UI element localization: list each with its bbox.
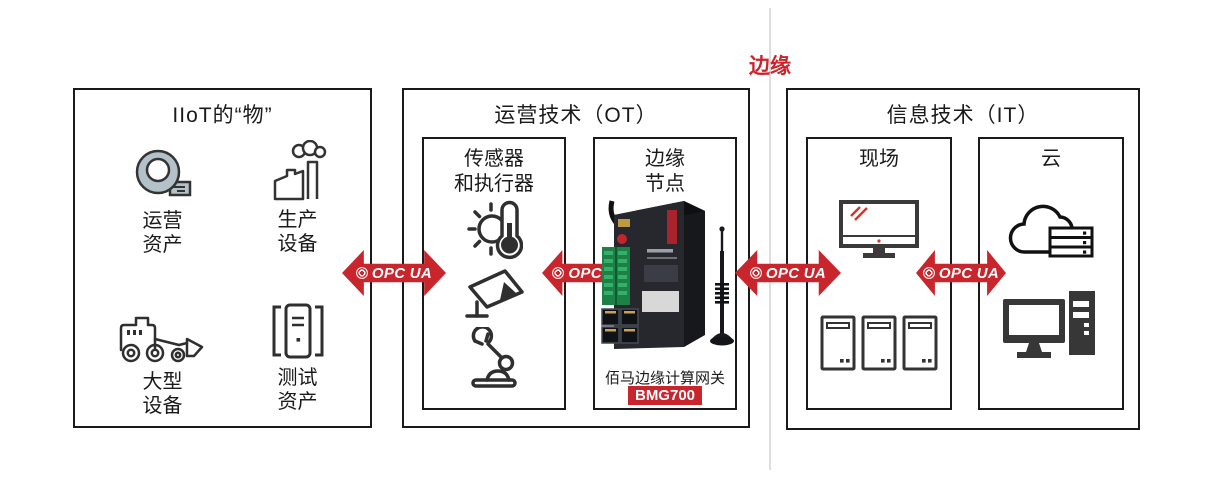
opcua-label: OPC UA: [371, 264, 433, 282]
edge-divider-line: [769, 8, 771, 470]
monitor-icon: [839, 200, 919, 258]
sensors-actuators-title: 传感器 和执行器: [454, 148, 534, 195]
opc-foundation-logo-icon: [749, 267, 762, 279]
large-equipment-item: 大型 设备: [90, 312, 235, 418]
opcua-arrow-1: OPC UA: [342, 250, 446, 296]
opc-foundation-logo-icon: [355, 267, 368, 279]
temperature-sensor-icon: [467, 200, 523, 260]
opcua-arrow-4: OPC UA: [916, 250, 1006, 296]
production-equipment-label: 生产 设备: [277, 209, 318, 255]
large-equipment-label: 大型 设备: [142, 371, 183, 417]
edge-node-title: 边缘 节点: [645, 148, 685, 195]
server-towers-icon: [820, 315, 938, 371]
it-title: 信息技术（IT）: [886, 104, 1040, 127]
blower-icon: [135, 149, 191, 197]
cloud-server-icon: [1008, 204, 1094, 258]
test-assets-item: 测试 资产: [235, 302, 360, 414]
opc-foundation-logo-icon: [552, 267, 565, 279]
edge-label: 边缘: [749, 55, 791, 78]
operational-assets-label: 运营 资产: [142, 210, 183, 256]
test-server-icon: [272, 303, 323, 359]
cloud-title: 云: [1041, 148, 1061, 170]
field-title: 现场: [859, 148, 899, 170]
gateway-model-badge: BMG700: [627, 386, 703, 405]
ot-title: 运营技术（OT）: [494, 104, 658, 127]
it-box: 信息技术（IT） 现场: [786, 88, 1140, 430]
robot-arm-icon: [471, 327, 517, 388]
production-equipment-item: 生产 设备: [235, 140, 360, 256]
opcua-label: OPC UA: [938, 264, 1000, 282]
field-box: 现场: [806, 137, 952, 410]
gateway-caption: 佰马边缘计算网关: [604, 370, 725, 387]
operational-assets-item: 运营 资产: [100, 145, 225, 257]
test-assets-label: 测试 资产: [277, 367, 318, 413]
factory-icon: [273, 140, 326, 201]
opc-foundation-logo-icon: [922, 267, 935, 279]
ot-box: 运营技术（OT） 传感器 和执行器: [402, 88, 750, 428]
opcua-label: OPC UA: [765, 264, 827, 282]
edge-node-box: 边缘 节点: [593, 137, 737, 410]
cctv-camera-icon: [465, 269, 524, 318]
desktop-computer-icon: [1003, 291, 1095, 358]
iiot-things-title: IIoT的“物”: [172, 104, 273, 127]
bmg700-gateway-image: [601, 200, 734, 349]
loader-icon: [119, 316, 203, 363]
iiot-things-box: IIoT的“物” 运营 资产 生产 设备: [73, 88, 372, 428]
